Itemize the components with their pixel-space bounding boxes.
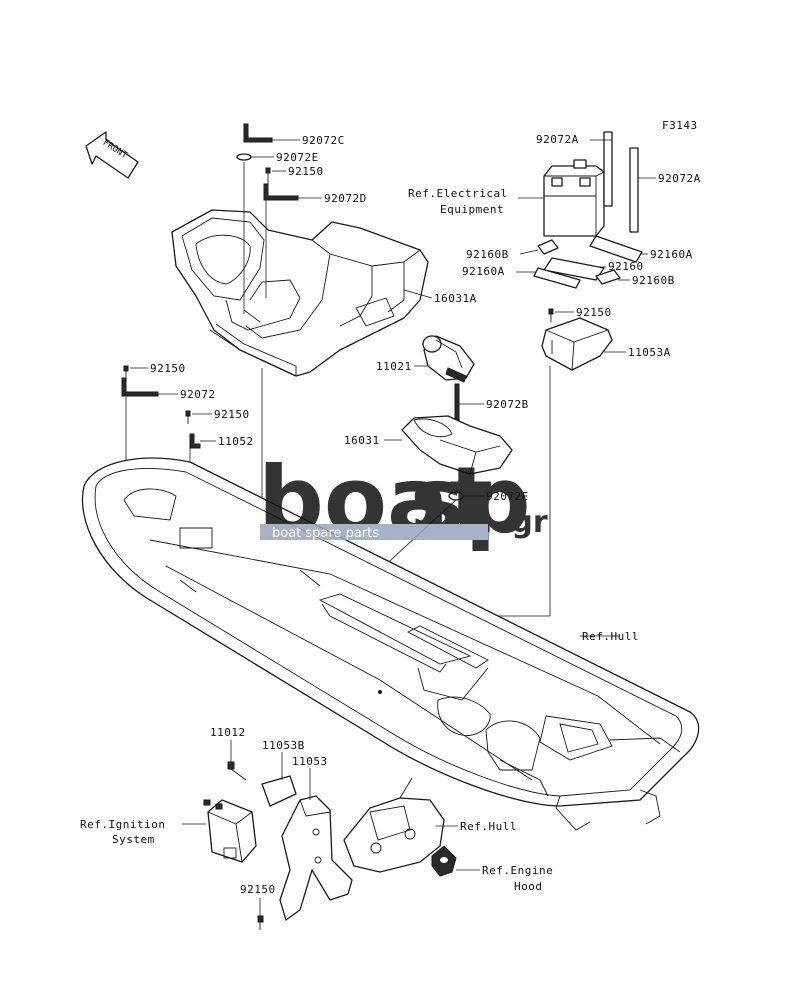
label-11053A: 11053A — [628, 346, 671, 359]
label-16031: 16031 — [344, 434, 380, 447]
bolt-92150-mid-drawing — [185, 410, 191, 424]
pad-92160A-1-drawing — [589, 235, 643, 263]
label-92160: 92160 — [608, 260, 644, 273]
label-11021: 11021 — [376, 360, 412, 373]
label-92072A-2: 92072A — [658, 172, 701, 185]
watermark: boat sp .gr boat spare parts — [258, 447, 548, 554]
label-16031A: 16031A — [434, 292, 477, 305]
case-11053A-drawing — [541, 317, 613, 371]
lower-hull-section-drawing — [343, 777, 445, 873]
strap-92072-drawing — [121, 377, 159, 397]
watermark-tagline: boat spare parts — [272, 526, 379, 541]
label-11053B: 11053B — [262, 739, 305, 752]
hull-drawing — [81, 457, 700, 831]
label-92072C: 92072C — [302, 134, 345, 147]
ref-ignition-line2: System — [112, 833, 155, 846]
pad-92160B-2-drawing — [595, 269, 621, 285]
label-11012: 11012 — [210, 726, 246, 739]
bolt-92150-top-drawing — [265, 167, 271, 186]
battery-drawing — [543, 159, 605, 237]
bracket-11053B-drawing — [261, 775, 297, 807]
label-92150-left: 92150 — [150, 362, 186, 375]
bolt-11012-drawing — [227, 761, 247, 781]
label-92160B-2: 92160B — [632, 274, 675, 287]
pad-92160A-2-drawing — [533, 267, 581, 289]
label-11052: 11052 — [218, 435, 254, 448]
leader-92160B-1 — [519, 249, 539, 255]
ref-electrical-line2: Equipment — [440, 203, 504, 216]
label-92072: 92072 — [180, 388, 216, 401]
ref-engine-hood-line2: Hood — [514, 880, 543, 893]
label-92072E-top: 92072E — [276, 151, 319, 164]
label-92072B: 92072B — [486, 398, 529, 411]
label-92150-mid: 92150 — [214, 408, 250, 421]
pad-92160B-1-drawing — [537, 239, 559, 255]
watermark-tld: .gr — [500, 505, 548, 540]
ref-ignition-line1: Ref.Ignition — [80, 818, 165, 831]
bolt-92150-right-drawing — [548, 308, 554, 322]
ref-engine-hood-line1: Ref.Engine — [482, 864, 553, 877]
bolt-92150-bottom-drawing — [257, 915, 264, 930]
bracket-11052-drawing — [189, 433, 201, 449]
label-92072D: 92072D — [324, 192, 367, 205]
figure-code: F3143 — [662, 119, 698, 132]
label-92150-top: 92150 — [288, 165, 324, 178]
label-92160A-2: 92160A — [462, 265, 505, 278]
leader-16031A — [403, 289, 433, 299]
strap-92072A-1-drawing — [603, 131, 613, 207]
label-92150-right: 92150 — [576, 306, 612, 319]
ref-electrical-line1: Ref.Electrical — [408, 187, 508, 200]
strap-92072B-drawing — [454, 383, 460, 421]
strap-92072C-drawing — [243, 123, 273, 143]
ring-92072E-top-drawing — [236, 153, 252, 161]
seat-base-16031-drawing — [401, 415, 513, 475]
label-92150-bottom: 92150 — [240, 883, 276, 896]
ignition-box-drawing — [203, 799, 257, 863]
ref-hull-bottom: Ref.Hull — [460, 820, 517, 833]
label-11053: 11053 — [292, 755, 328, 768]
strap-92072A-2-drawing — [629, 147, 639, 233]
label-92072E-mid: 92072E — [486, 490, 529, 503]
ref-hull-right: Ref.Hull — [582, 630, 639, 643]
label-92160B-1: 92160B — [466, 248, 509, 261]
liner-16031A-drawing — [171, 209, 429, 377]
bracket-11053-drawing — [279, 795, 353, 921]
engine-hood-latch-drawing — [431, 845, 457, 877]
label-92160A-1: 92160A — [650, 248, 693, 261]
filter-11021-drawing — [422, 335, 475, 383]
pad-92160-drawing — [543, 257, 605, 281]
front-arrow-icon: FRONT — [85, 131, 139, 179]
label-92072A-1: 92072A — [536, 133, 579, 146]
strap-92072D-drawing — [263, 183, 299, 201]
